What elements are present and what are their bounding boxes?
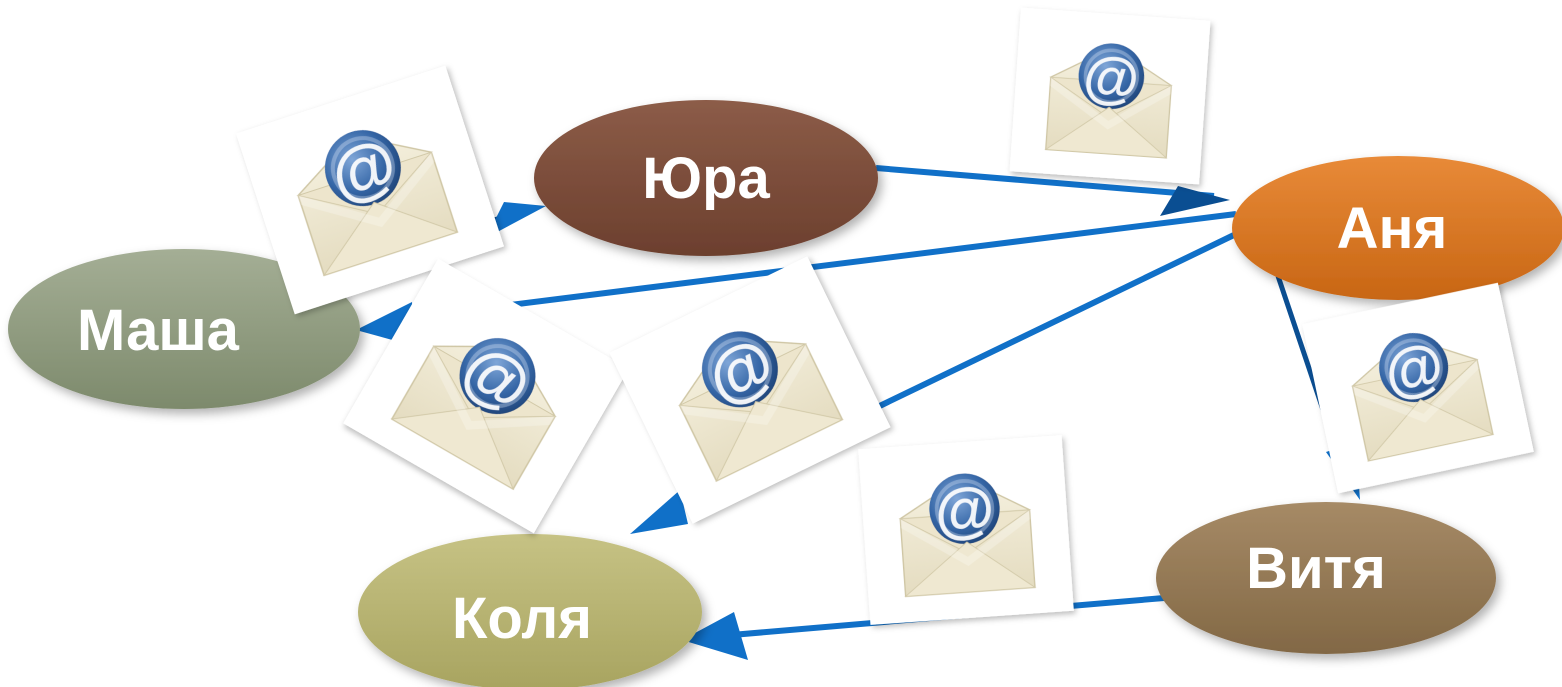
- node-label-yura: Юра: [642, 146, 770, 211]
- email-envelope-icon: [856, 434, 1076, 626]
- nodes: Юра Аня Маша Витя Коля: [8, 100, 1562, 687]
- email-envelope-icon: [1010, 8, 1211, 185]
- node-vitya: Витя: [1156, 502, 1496, 654]
- edge-yura-anya: [875, 165, 1230, 216]
- node-masha: Маша: [8, 249, 360, 409]
- node-label-anya: Аня: [1337, 196, 1448, 261]
- node-yura: Юра: [534, 100, 878, 256]
- node-label-masha: Маша: [77, 298, 240, 363]
- node-kolya: Коля: [358, 534, 702, 687]
- node-anya: Аня: [1232, 156, 1562, 300]
- email-envelope-icon: [1302, 283, 1534, 494]
- node-label-vitya: Витя: [1246, 536, 1386, 601]
- email-envelope-icon: [343, 258, 629, 534]
- node-label-kolya: Коля: [452, 586, 592, 651]
- email-envelope-icon: [609, 256, 890, 523]
